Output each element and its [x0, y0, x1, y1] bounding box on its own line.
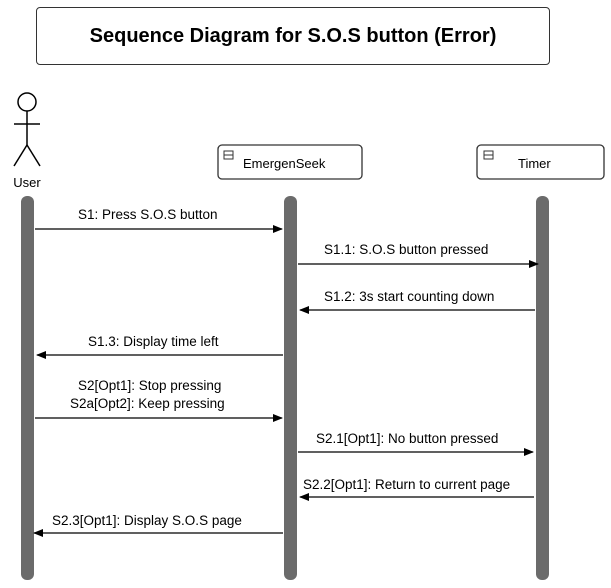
emergenseek-lifeline [284, 196, 297, 580]
message-label: S2.3[Opt1]: Display S.O.S page [52, 513, 242, 528]
message-label: S1.3: Display time left [88, 334, 219, 349]
emergenseek-label: EmergenSeek [243, 156, 326, 171]
timer-label: Timer [518, 156, 551, 171]
user-actor-icon [13, 92, 41, 167]
message-label: S1: Press S.O.S button [78, 207, 218, 222]
message-label: S1.2: 3s start counting down [324, 289, 494, 304]
timer-participant: Timer [476, 144, 605, 180]
user-lifeline [21, 196, 34, 580]
diagram-title: Sequence Diagram for S.O.S button (Error… [36, 7, 550, 65]
message-label: S1.1: S.O.S button pressed [324, 242, 488, 257]
user-actor-label: User [13, 175, 41, 190]
emergenseek-participant: EmergenSeek [217, 144, 363, 180]
message-label: S2.1[Opt1]: No button pressed [316, 431, 498, 446]
message-label: S2.2[Opt1]: Return to current page [303, 477, 510, 492]
timer-lifeline [536, 196, 549, 580]
message-label: S2a[Opt2]: Keep pressing [70, 396, 225, 411]
message-label: S2[Opt1]: Stop pressing [78, 378, 221, 393]
